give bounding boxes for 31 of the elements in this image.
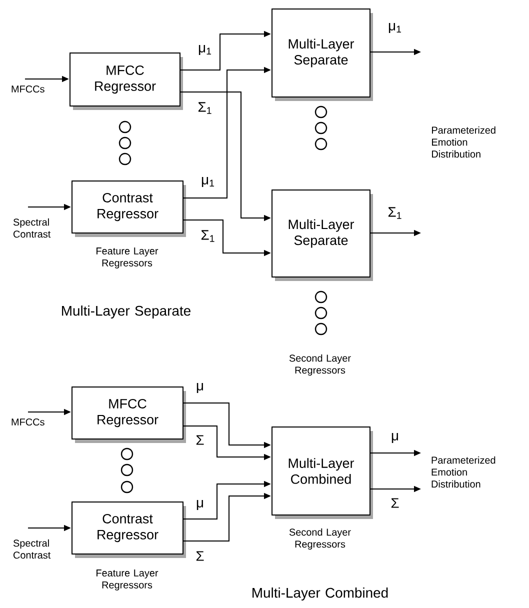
edge-label: Σ [194, 550, 206, 562]
section-title: Multi-Layer Separate [62, 306, 190, 318]
edge-label: Σ$_{1}$ [386, 206, 404, 220]
input-label: MFCCs [12, 85, 44, 93]
edge-label: μ$_{1}$ [197, 44, 213, 56]
edge-label: Σ$_{1}$ [200, 229, 216, 243]
input-label: MFCCs [12, 418, 44, 426]
edge-label: μ$_{1}$ [387, 22, 403, 34]
regressor-box: Contrast Regressor [72, 502, 186, 558]
edge-label: Σ [390, 497, 400, 509]
group-caption: Feature Layer Regressors [96, 248, 158, 268]
edge-label: Σ [194, 434, 206, 446]
group-caption: Second Layer Regressors [289, 528, 351, 550]
edge-label: Σ$_{1}$ [196, 101, 214, 115]
edge-label: μ [390, 432, 400, 444]
section-title: Multi-Layer Combined [252, 588, 388, 600]
input-label: Spectral Contrast [13, 539, 51, 559]
regressor-box: Multi-Layer Combined [272, 426, 373, 519]
input-label: Spectral Contrast [13, 218, 51, 238]
regressor-box: Multi-Layer Separate [272, 8, 373, 101]
group-caption: Second Layer Regressors [289, 354, 351, 376]
edge-label: μ$_{1}$ [200, 176, 216, 188]
edge-label: μ [194, 498, 206, 512]
output-label: Parameterized Emotion Distribution [432, 456, 496, 488]
regressor-box: MFCC Regressor [72, 386, 186, 443]
regressor-box: MFCC Regressor [70, 52, 183, 110]
regressor-box: Contrast Regressor [72, 180, 186, 237]
edge-label: μ [194, 382, 206, 394]
group-caption: Feature Layer Regressors [96, 570, 158, 590]
regressor-box: Multi-Layer Separate [272, 190, 373, 281]
note-text: Parameterized Emotion Distribution [432, 126, 496, 158]
